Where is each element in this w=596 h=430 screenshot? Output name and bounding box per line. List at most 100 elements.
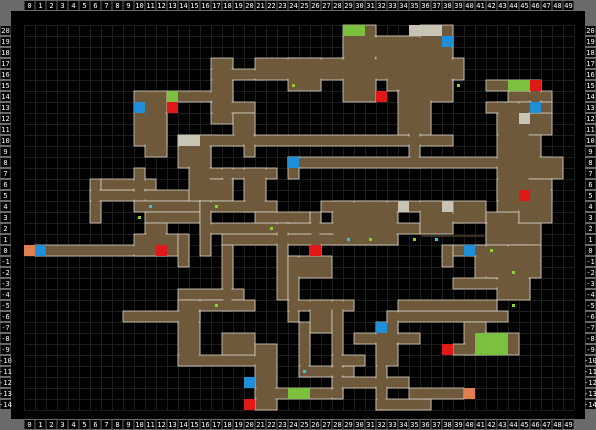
door-red-icon (167, 102, 178, 113)
label-box (0, 224, 11, 233)
col-label-top: 41 (476, 2, 484, 10)
floor-fill (36, 246, 166, 255)
item-cyan-icon (303, 370, 306, 373)
floor-fill (212, 59, 232, 123)
col-label-bottom: 49 (564, 421, 572, 429)
floor-fill (201, 202, 276, 211)
col-label-top: 36 (421, 2, 429, 10)
label-box (585, 158, 596, 167)
label-box (0, 312, 11, 321)
col-label-bottom: 24 (289, 421, 297, 429)
col-label-bottom: 8 (115, 421, 119, 429)
label-box (288, 420, 299, 429)
label-box (0, 114, 11, 123)
label-box (200, 1, 211, 10)
label-box (497, 1, 508, 10)
door-red-icon (530, 80, 541, 91)
row-label-right: 20 (586, 27, 594, 35)
label-box (0, 48, 11, 57)
col-label-bottom: 18 (223, 421, 231, 429)
floor-fill (179, 235, 188, 266)
label-box (90, 420, 101, 429)
item-cyan-icon (149, 205, 152, 208)
label-box (585, 224, 596, 233)
label-box (519, 420, 530, 429)
label-box (233, 1, 244, 10)
row-label-right: -11 (584, 368, 596, 376)
label-box (585, 290, 596, 299)
col-label-bottom: 21 (256, 421, 264, 429)
floor-fill (289, 257, 298, 321)
col-label-bottom: 20 (245, 421, 253, 429)
label-box (222, 1, 233, 10)
col-label-bottom: 48 (553, 421, 561, 429)
col-label-top: 24 (289, 2, 297, 10)
label-box (57, 420, 68, 429)
floor-fill (311, 213, 320, 255)
col-label-bottom: 7 (104, 421, 108, 429)
item-layer (138, 84, 515, 373)
row-label-right: 0 (588, 247, 592, 255)
label-box (24, 1, 35, 10)
label-box (585, 268, 596, 277)
label-box (354, 420, 365, 429)
col-label-top: 39 (454, 2, 462, 10)
col-label-top: 8 (115, 2, 119, 10)
label-box (585, 367, 596, 376)
col-label-bottom: 13 (168, 421, 176, 429)
col-label-bottom: 29 (344, 421, 352, 429)
col-label-top: 15 (190, 2, 198, 10)
floor-fill (223, 235, 397, 244)
col-label-bottom: 15 (190, 421, 198, 429)
door-green-icon (519, 80, 530, 91)
floor-fill (135, 202, 199, 211)
label-box (585, 136, 596, 145)
label-box (0, 301, 11, 310)
row-label-left: 14 (1, 93, 9, 101)
door-gray-icon (420, 25, 431, 36)
row-label-left: 18 (1, 49, 9, 57)
label-box (552, 420, 563, 429)
door-blue-icon (464, 245, 475, 256)
row-label-left: -8 (1, 335, 9, 343)
col-label-bottom: 37 (432, 421, 440, 429)
floor-fill (223, 169, 232, 189)
col-label-top: 42 (487, 2, 495, 10)
label-box (156, 1, 167, 10)
col-label-top: 23 (278, 2, 286, 10)
col-label-bottom: 17 (212, 421, 220, 429)
row-label-right: 7 (588, 170, 592, 178)
col-label-bottom: 12 (157, 421, 165, 429)
door-orange-icon (464, 388, 475, 399)
floor-fill (168, 92, 232, 101)
label-box (145, 420, 156, 429)
label-box (0, 345, 11, 354)
col-label-bottom: 34 (399, 421, 407, 429)
row-label-left: -7 (1, 324, 9, 332)
col-label-bottom: 10 (135, 421, 143, 429)
floor-layer (34, 24, 564, 411)
label-box (585, 48, 596, 57)
label-box (585, 26, 596, 35)
label-box (541, 420, 552, 429)
label-box (134, 1, 145, 10)
floor-fill (454, 279, 529, 288)
row-label-right: -10 (584, 357, 596, 365)
row-label-right: 14 (586, 93, 594, 101)
label-box (244, 1, 255, 10)
col-label-bottom: 41 (476, 421, 484, 429)
label-box (0, 213, 11, 222)
label-box (167, 1, 178, 10)
label-box (0, 169, 11, 178)
row-label-right: 11 (586, 126, 594, 134)
door-gray-icon (519, 113, 530, 124)
floor-fill (410, 125, 419, 167)
floor-fill (520, 158, 562, 178)
label-box (321, 420, 332, 429)
label-box (310, 420, 321, 429)
floor-fill (399, 301, 496, 310)
col-label-top: 40 (465, 2, 473, 10)
col-label-bottom: 35 (410, 421, 418, 429)
door-gray-icon (442, 201, 453, 212)
